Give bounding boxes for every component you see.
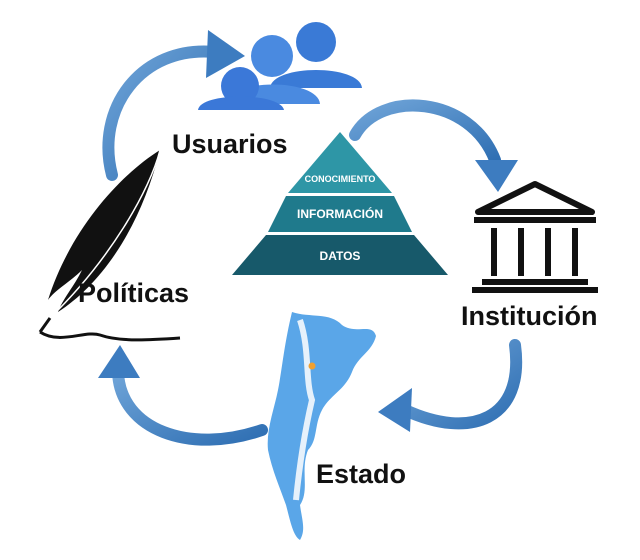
knowledge-pyramid — [232, 132, 448, 275]
node-label-politicas: Políticas — [78, 278, 190, 308]
pyramid-level-conocimiento — [288, 132, 392, 193]
arrow-estado-to-politicas — [98, 345, 268, 446]
pyramid-level-datos — [232, 235, 448, 275]
users-icon — [198, 22, 362, 110]
bank-building-icon — [472, 181, 598, 293]
pyramid-label-datos: DATOS — [319, 249, 361, 263]
arrow-politicas-to-usuarios — [102, 30, 245, 181]
quill-pen-icon — [38, 149, 181, 342]
node-label-institucion: Institución — [461, 301, 598, 331]
pyramid-label-informacion: INFORMACIÓN — [297, 207, 383, 221]
argentina-map-icon — [267, 312, 376, 540]
pyramid-level-informacion — [268, 196, 412, 232]
pyramid-label-conocimiento: CONOCIMIENTO — [304, 174, 376, 184]
node-label-usuarios: Usuarios — [172, 129, 288, 159]
arrow-institucion-to-estado — [378, 339, 523, 432]
arrow-pyramid-to-institucion — [349, 99, 518, 192]
node-label-estado: Estado — [316, 459, 407, 489]
